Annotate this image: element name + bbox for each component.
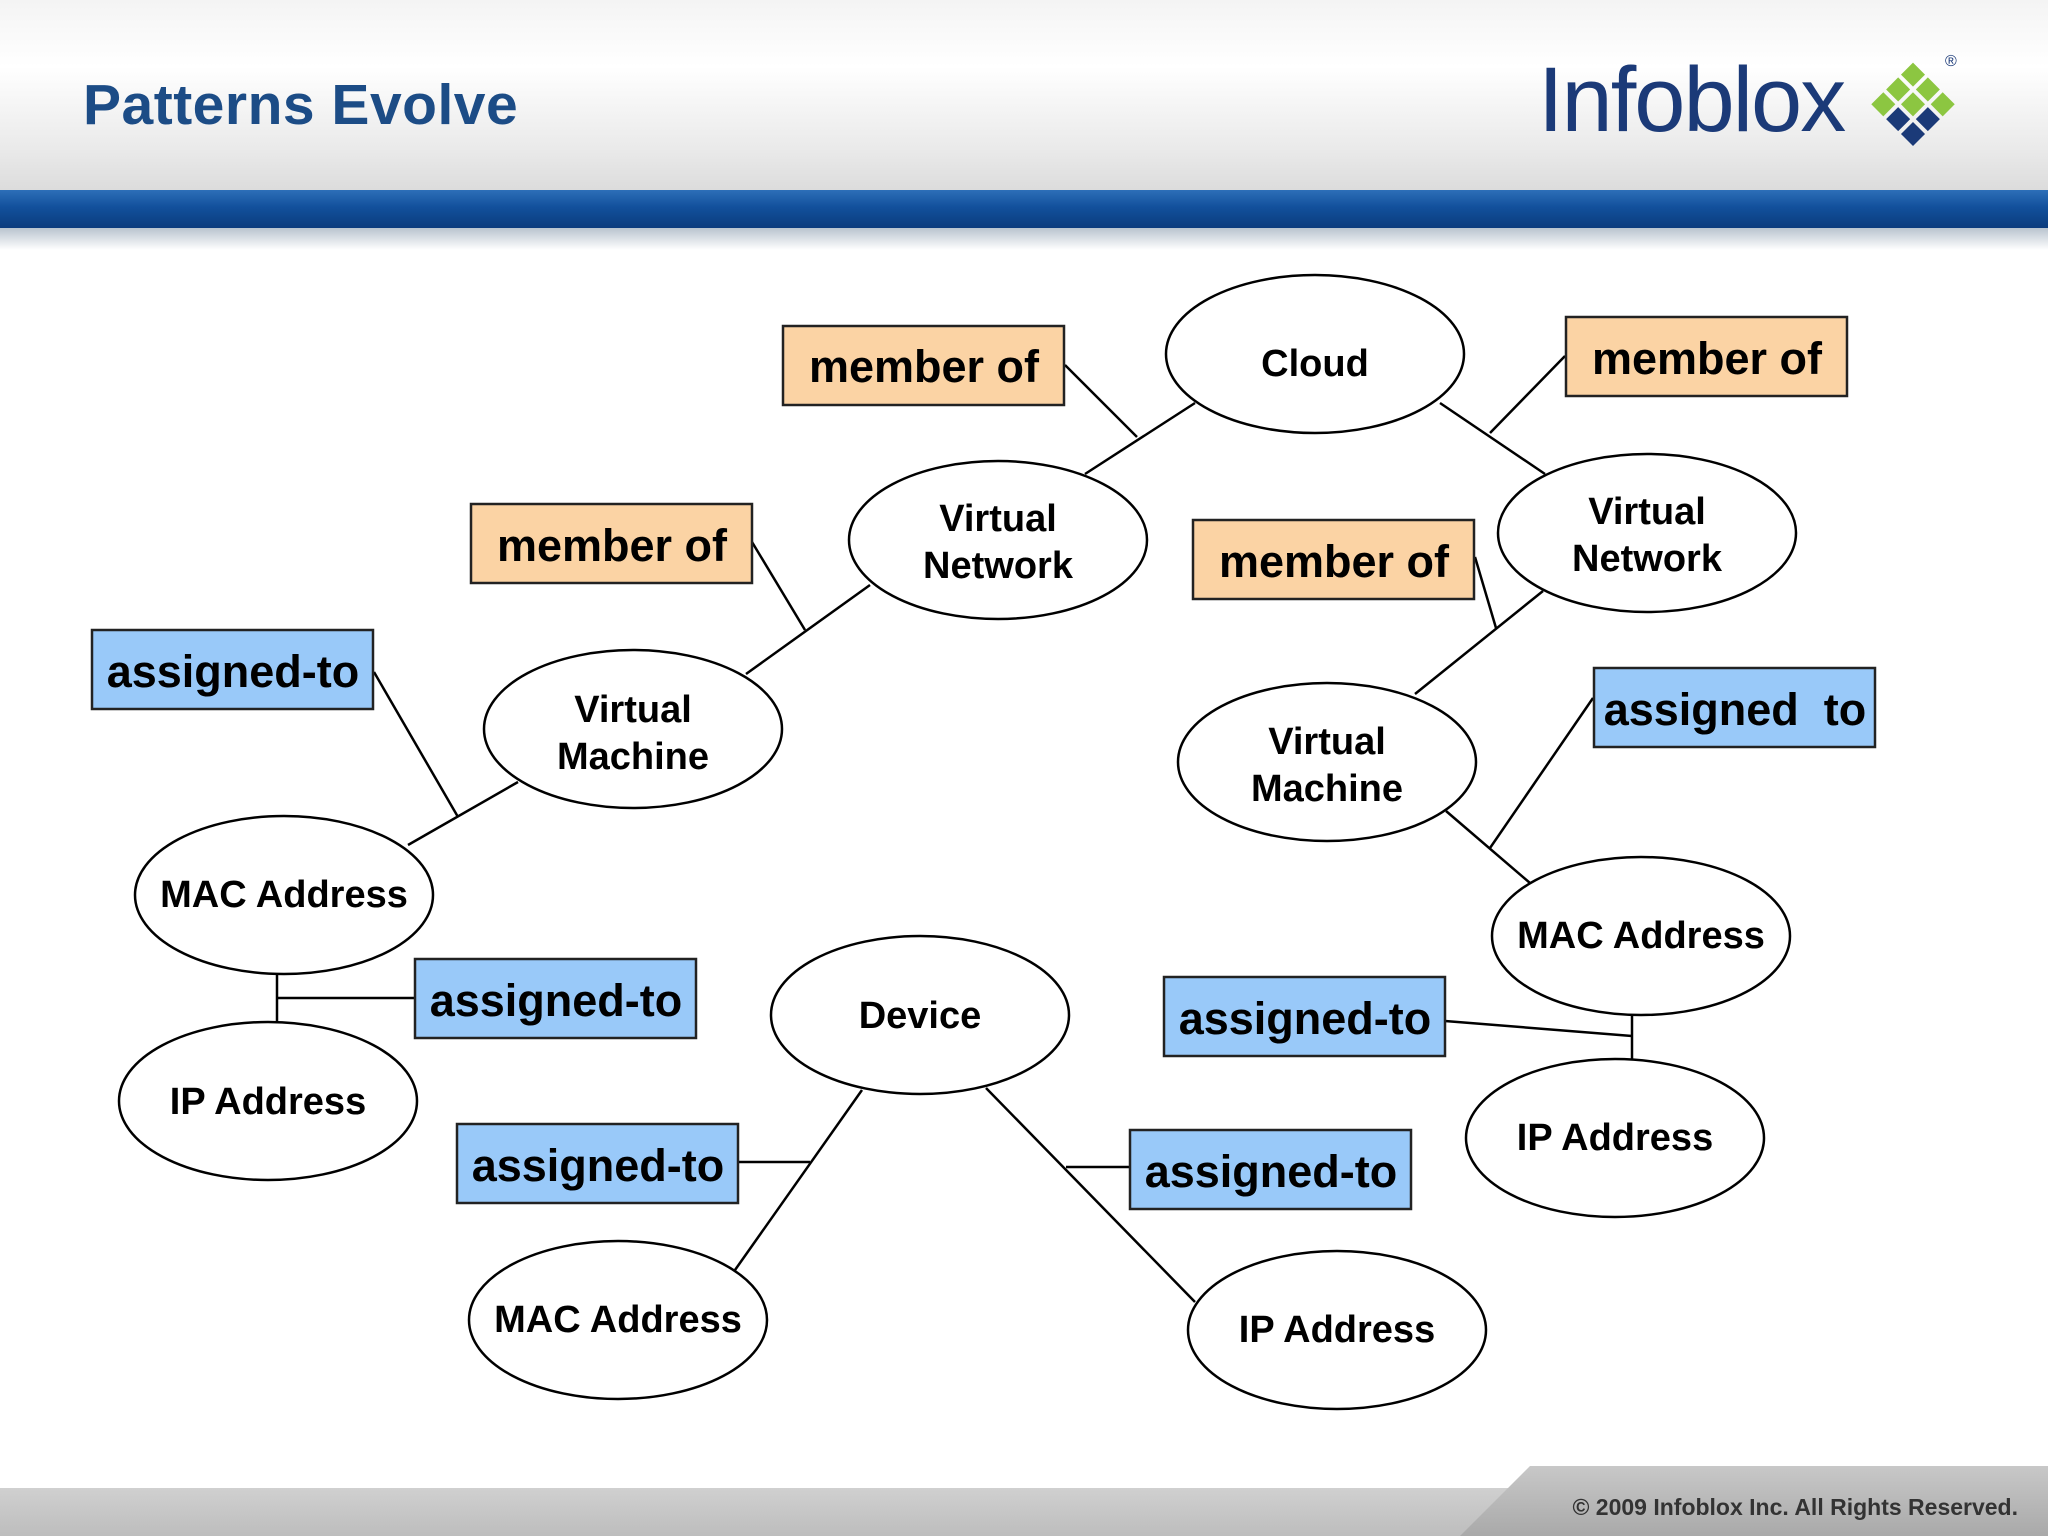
edge-member-top-left [1064,364,1138,438]
node-ip-address-bottom [1186,1249,1488,1411]
relation-label-member-of: member of [809,341,1040,392]
logo-text: Infoblox [1538,49,1846,151]
edge-cloud-vnet-right [1439,401,1546,476]
edge-assigned-vm-right [1488,697,1595,849]
connector-lines [275,355,1634,1303]
node-label-virtual: Virtual [939,498,1057,540]
header-band-shadow [0,228,2048,250]
node-label-ip-address: IP Address [170,1081,366,1123]
edge-assigned-ip-right [1444,1019,1633,1038]
node-label-machine: Machine [557,736,709,778]
member-of-box [469,502,754,585]
node-label-network: Network [1572,538,1723,580]
node-cloud [1164,273,1466,435]
edge-vm-mac-right [1445,810,1531,884]
footer-tab [1460,1466,2048,1536]
registered-mark: ® [1945,53,1957,70]
relation-label-assigned-to: assigned-to [1145,1146,1398,1197]
relation-label-assigned-to: assigned-to [1179,993,1432,1044]
node-label-virtual: Virtual [1588,491,1706,533]
page-title: Patterns Evolve [83,73,519,137]
relation-label-member-of: member of [1219,536,1450,587]
node-label-virtual: Virtual [1268,721,1386,763]
infoblox-logo-icon: ® [1871,53,1957,147]
assigned-to-box [1128,1128,1413,1211]
edge-vnet-vm-right [1414,590,1544,695]
header-band [0,190,2048,228]
copyright-notice: © 2009 Infoblox Inc. All Rights Reserved… [1572,1494,2018,1520]
edge-cloud-vnet-left [1084,401,1196,476]
node-label-ip-address: IP Address [1517,1117,1713,1159]
node-label-ip-address: IP Address [1239,1309,1435,1351]
node-virtual-machine-right [1176,681,1478,843]
member-of-box [781,324,1066,407]
edge-member-mid-left [750,541,807,631]
relation-label-assigned-to: assigned-to [430,975,683,1026]
assigned-to-box [90,628,375,711]
node-label-mac-address: MAC Address [1517,915,1765,957]
edge-member-mid-right [1473,556,1498,629]
node-label-network: Network [923,545,1074,587]
assigned-to-box [413,957,698,1040]
node-label-machine: Machine [1251,768,1403,810]
node-virtual-network-left [847,459,1149,621]
node-mac-address-left [133,814,435,976]
node-label-virtual: Virtual [574,689,692,731]
member-of-box [1191,518,1476,601]
node-mac-address-bottom [467,1239,769,1401]
edge-assigned-vm-left [372,671,460,818]
edge-vnet-vm-left [745,583,871,676]
relation-label-assigned-to: assigned to [1604,684,1867,735]
relation-label-member-of: member of [497,520,728,571]
node-label-device: Device [859,995,982,1037]
node-label-cloud: Cloud [1261,343,1369,385]
assigned-to-box [1162,975,1447,1058]
node-virtual-machine-left [482,648,784,810]
relation-boxes [90,315,1877,1211]
node-label-mac-address: MAC Address [160,874,408,916]
node-virtual-network-right [1496,452,1798,614]
edge-vm-mac-left [407,780,519,847]
slide-header [0,0,2048,190]
relation-label-assigned-to: assigned-to [472,1140,725,1191]
assigned-to-box [1592,666,1877,749]
node-mac-address-right [1490,855,1792,1017]
member-of-box [1564,315,1849,398]
node-device [769,934,1071,1096]
node-label-mac-address: MAC Address [494,1299,742,1341]
entity-nodes [117,273,1798,1411]
node-ip-address-left [117,1020,419,1182]
edge-device-ip [985,1087,1196,1303]
node-ip-address-right [1464,1057,1766,1219]
assigned-to-box [455,1122,740,1205]
relation-label-assigned-to: assigned-to [107,646,360,697]
edge-device-mac [733,1089,864,1271]
relation-label-member-of: member of [1592,333,1823,384]
edge-member-top-right [1489,355,1566,434]
